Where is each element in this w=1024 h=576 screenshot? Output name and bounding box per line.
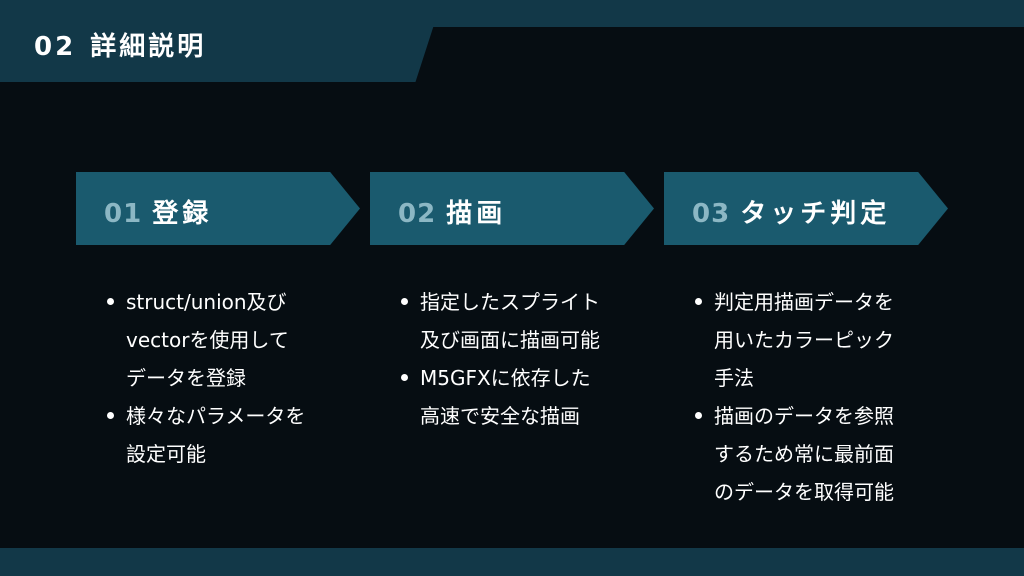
section-number: 02	[34, 32, 77, 62]
bullet-line: 手法	[714, 366, 754, 390]
step-touch-detection: 03 タッチ判定	[664, 172, 948, 245]
step-3-bullets: 判定用描画データを 用いたカラーピック 手法 描画のデータを参照 するため常に最…	[692, 283, 962, 511]
bullet-item: 判定用描画データを 用いたカラーピック 手法	[692, 283, 962, 397]
step-registration: 01 登録	[76, 172, 360, 245]
bullet-line: struct/union及び	[126, 290, 287, 314]
step-title: 登録	[152, 199, 213, 229]
bullet-line: 指定したスプライト	[420, 290, 600, 314]
step-title: 描画	[446, 199, 507, 229]
bullet-line: vectorを使用して	[126, 328, 289, 352]
bullet-line: 高速で安全な描画	[420, 404, 580, 428]
bullet-line: するため常に最前面	[714, 442, 894, 466]
bullet-line: データを登録	[126, 366, 246, 390]
step-number: 02	[398, 199, 437, 229]
step-label: 02 描画	[398, 193, 506, 230]
step-number: 03	[692, 199, 731, 229]
title-banner	[0, 0, 442, 82]
step-2-bullets: 指定したスプライト 及び画面に描画可能 M5GFXに依存した 高速で安全な描画	[398, 283, 668, 435]
bullet-item: 指定したスプライト 及び画面に描画可能	[398, 283, 668, 359]
step-rendering: 02 描画	[370, 172, 654, 245]
step-1-bullets: struct/union及び vectorを使用して データを登録 様々なパラメ…	[104, 283, 374, 473]
bullet-line: 様々なパラメータを	[126, 404, 306, 428]
bullet-item: 様々なパラメータを 設定可能	[104, 397, 374, 473]
bullet-line: 描画のデータを参照	[714, 404, 894, 428]
bullet-item: 描画のデータを参照 するため常に最前面 のデータを取得可能	[692, 397, 962, 511]
bullet-line: 設定可能	[126, 442, 206, 466]
bullet-item: M5GFXに依存した 高速で安全な描画	[398, 359, 668, 435]
page-title: 02 詳細説明	[34, 26, 206, 63]
bullet-line: 及び画面に描画可能	[420, 328, 600, 352]
bullet-line: のデータを取得可能	[714, 480, 894, 504]
bullet-line: 用いたカラーピック	[714, 328, 894, 352]
bullet-item: struct/union及び vectorを使用して データを登録	[104, 283, 374, 397]
step-label: 03 タッチ判定	[692, 193, 890, 230]
section-title: 詳細説明	[90, 32, 207, 62]
bullet-line: 判定用描画データを	[714, 290, 894, 314]
step-label: 01 登録	[104, 193, 212, 230]
bullet-line: M5GFXに依存した	[420, 366, 591, 390]
step-title: タッチ判定	[740, 199, 891, 229]
step-number: 01	[104, 199, 143, 229]
bottom-bar	[0, 548, 1024, 576]
